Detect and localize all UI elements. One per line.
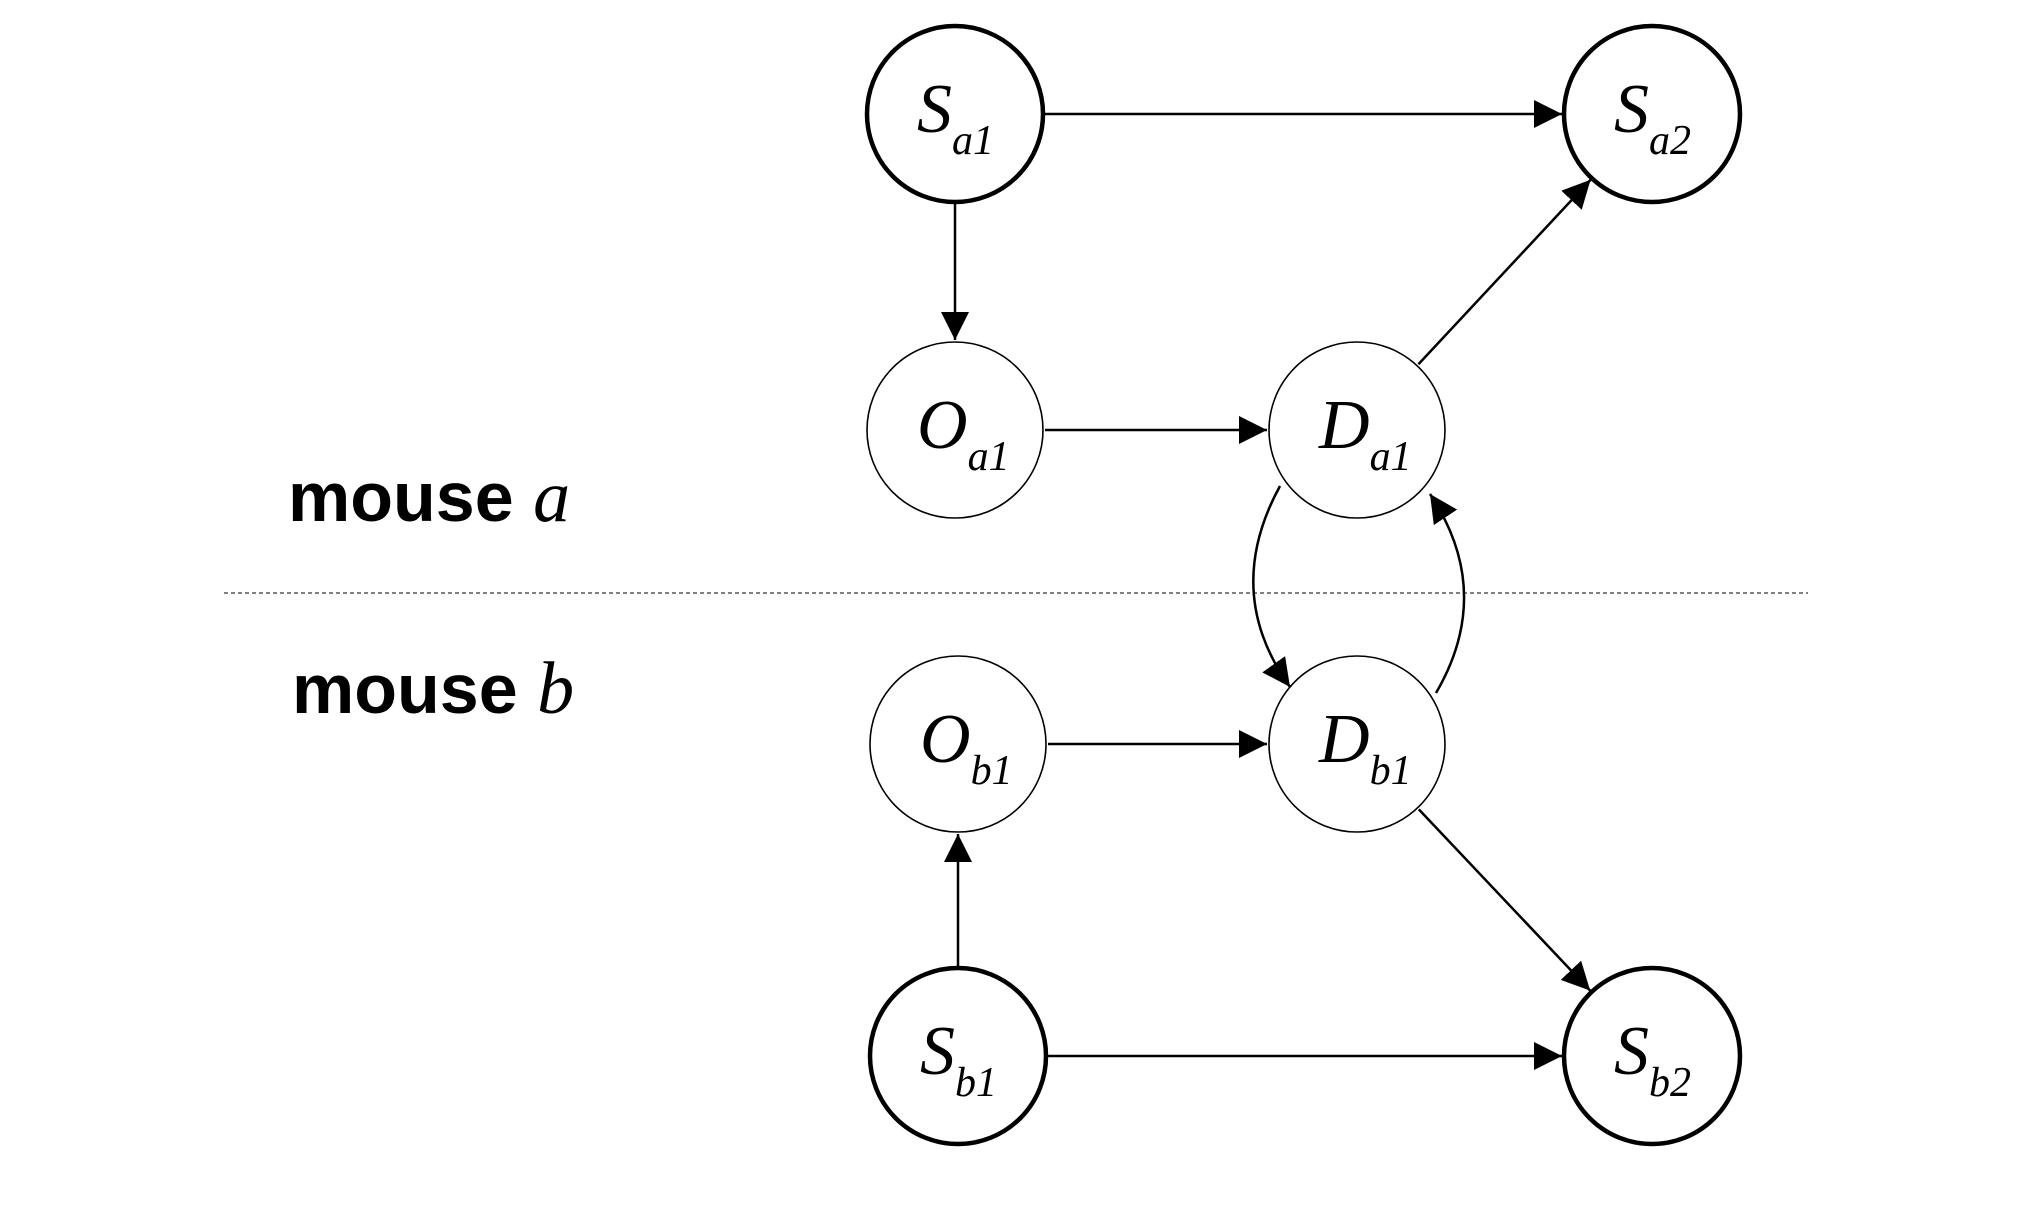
label-word: mouse — [288, 458, 514, 536]
node-Ob1: Ob1 — [869, 655, 1047, 833]
label-var: b — [537, 648, 575, 730]
edge-Db1-to-Da1 — [1428, 493, 1466, 694]
node-circle — [1561, 23, 1743, 205]
node-circle — [867, 965, 1049, 1147]
node-circle — [1561, 965, 1743, 1147]
node-Sa1: Sa1 — [864, 23, 1046, 205]
node-circle — [869, 655, 1047, 833]
node-Sb2: Sb2 — [1561, 965, 1743, 1147]
edge-Da1-to-Sa2 — [1417, 178, 1592, 366]
node-Sb1: Sb1 — [867, 965, 1049, 1147]
edge-Db1-to-Sb2 — [1417, 808, 1592, 992]
mouse-b-label: mouse b — [292, 647, 574, 732]
node-circle — [866, 341, 1044, 519]
mouse-a-label: mouse a — [288, 455, 570, 540]
label-word: mouse — [292, 650, 518, 728]
label-var: a — [533, 456, 571, 538]
node-Da1: Da1 — [1268, 341, 1446, 519]
node-Db1: Db1 — [1268, 655, 1446, 833]
node-Oa1: Oa1 — [866, 341, 1044, 519]
node-circle — [1268, 341, 1446, 519]
edge-Da1-to-Db1 — [1252, 485, 1292, 688]
node-circle — [1268, 655, 1446, 833]
node-Sa2: Sa2 — [1561, 23, 1743, 205]
node-circle — [864, 23, 1046, 205]
